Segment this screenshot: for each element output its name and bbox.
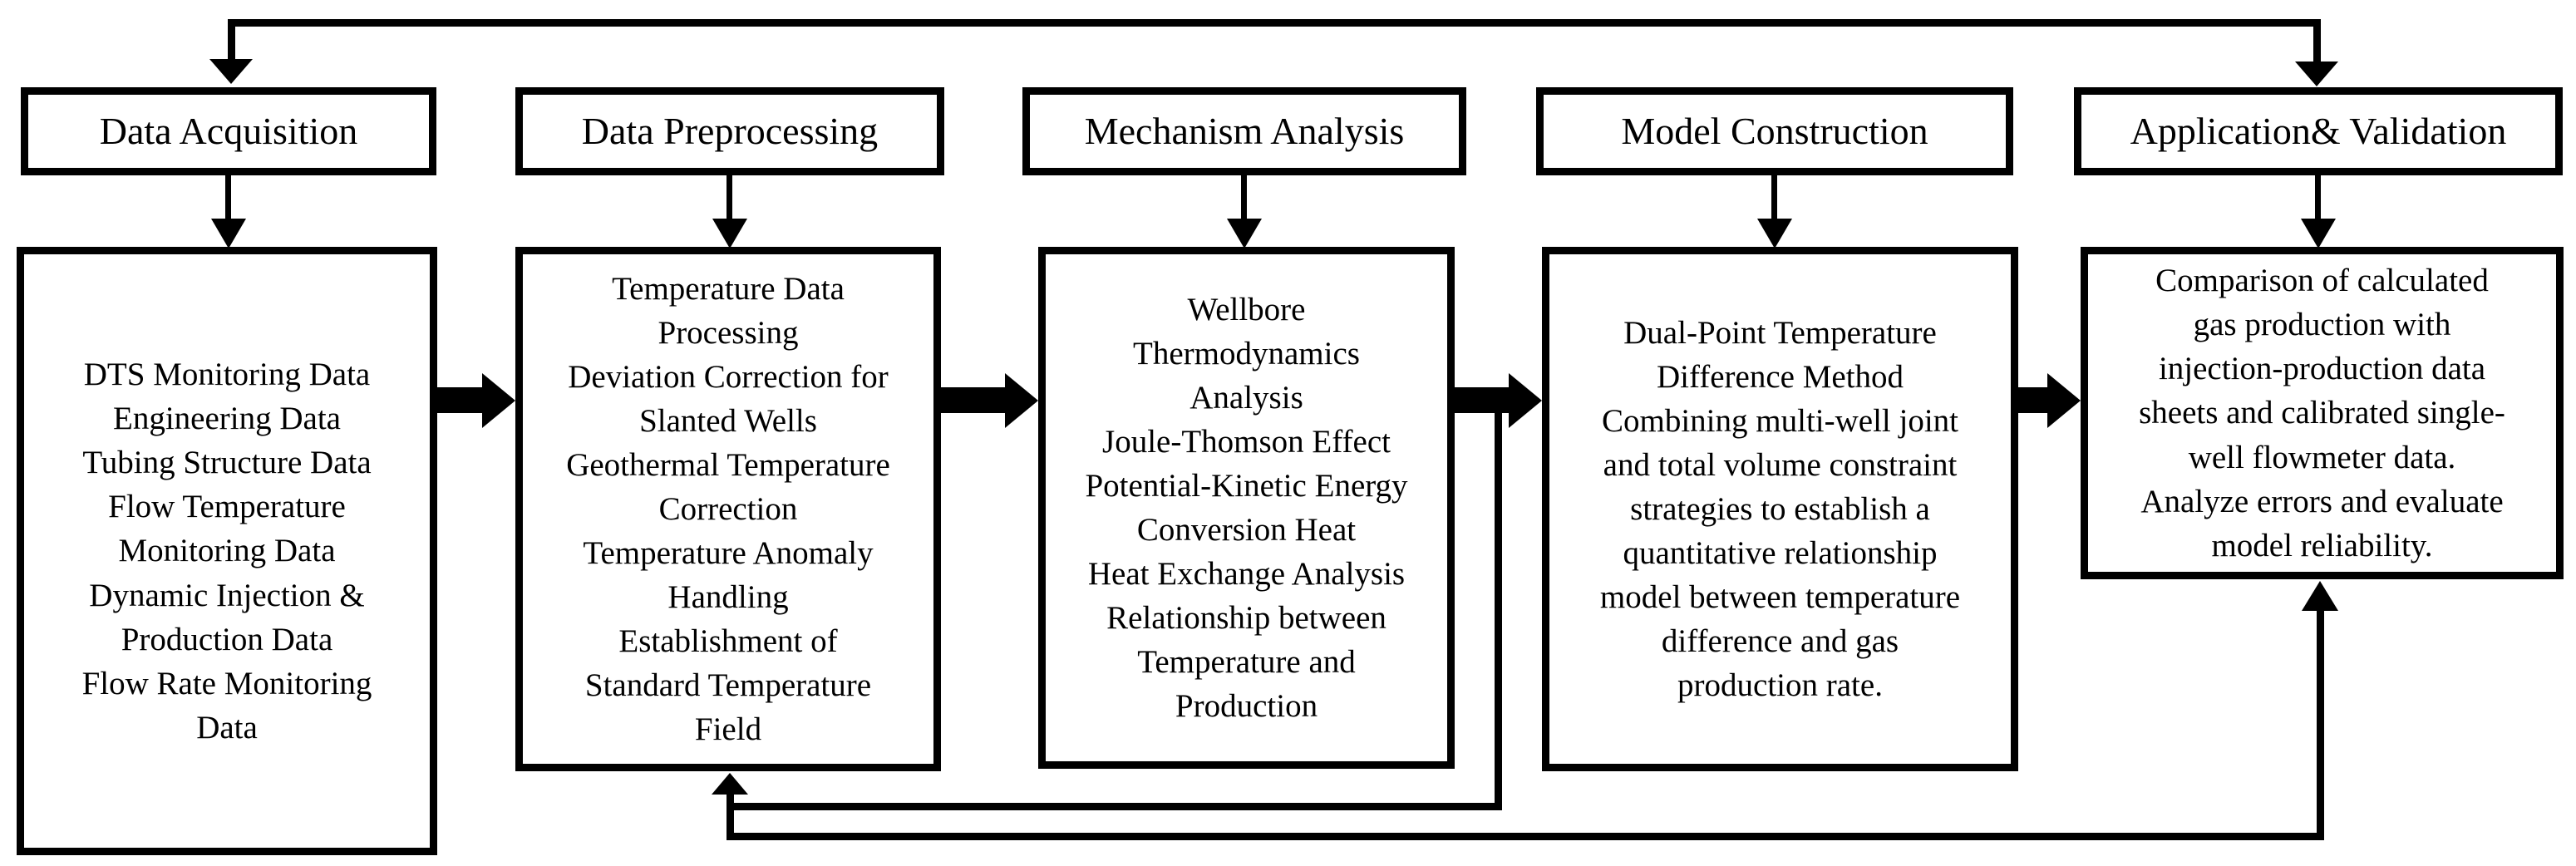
- feedback-into-application-arrowhead-icon: [2302, 581, 2338, 611]
- top-loop-right-vertical-line: [2313, 19, 2321, 62]
- stage-header-model-construction: Model Construction: [1536, 87, 2013, 175]
- feedback-mechanism-to-preprocessing-vline: [1495, 413, 1502, 810]
- top-loop-left-arrowhead-icon: [209, 59, 253, 84]
- header-to-content-arrowhead-2-icon: [712, 219, 747, 248]
- feedback-into-preprocessing-arrowhead-icon: [712, 773, 748, 795]
- stage-content-text: Wellbore Thermodynamics Analysis Joule-T…: [1085, 291, 1408, 725]
- stage-header-application-validation: Application& Validation: [2074, 87, 2563, 175]
- feedback-bus-hline: [727, 833, 2324, 840]
- stage-header-label: Application& Validation: [2130, 109, 2507, 152]
- feedback-into-preprocessing-vline: [727, 791, 734, 840]
- stage-content-text: Dual-Point Temperature Difference Method…: [1599, 314, 1961, 704]
- header-to-content-line-4: [1771, 175, 1777, 219]
- stage-header-mechanism-analysis: Mechanism Analysis: [1022, 87, 1466, 175]
- top-loop-right-arrowhead-icon: [2295, 62, 2338, 86]
- stage-header-label: Model Construction: [1621, 109, 1928, 152]
- top-loop-left-vertical-line: [228, 19, 235, 60]
- stage-content-data-acquisition: DTS Monitoring Data Engineering Data Tub…: [17, 247, 437, 855]
- flow-arrow-2-3-bar: [941, 387, 1005, 413]
- header-to-content-arrowhead-5-icon: [2301, 219, 2336, 248]
- flow-arrow-4-5-bar: [2018, 387, 2047, 413]
- stage-content-model-construction: Dual-Point Temperature Difference Method…: [1542, 247, 2018, 771]
- stage-content-application-validation: Comparison of calculated gas production …: [2081, 247, 2564, 579]
- flow-arrow-3-4-bar: [1455, 387, 1509, 413]
- feedback-mechanism-to-preprocessing-hline: [727, 803, 1502, 810]
- stage-content-text: Comparison of calculated gas production …: [2139, 263, 2505, 563]
- header-to-content-arrowhead-4-icon: [1757, 219, 1792, 248]
- stage-content-mechanism-analysis: Wellbore Thermodynamics Analysis Joule-T…: [1038, 247, 1455, 769]
- flow-arrow-3-4-head-icon: [1509, 373, 1542, 428]
- stage-header-label: Data Acquisition: [99, 109, 358, 152]
- header-to-content-arrowhead-3-icon: [1227, 219, 1262, 248]
- flow-arrow-4-5-head-icon: [2047, 373, 2081, 428]
- flow-arrow-1-2-bar: [437, 387, 482, 413]
- stage-content-text: Temperature Data Processing Deviation Co…: [566, 270, 890, 748]
- stage-content-data-preprocessing: Temperature Data Processing Deviation Co…: [515, 247, 941, 771]
- header-to-content-line-1: [225, 175, 231, 219]
- header-to-content-line-3: [1241, 175, 1247, 219]
- stage-header-label: Data Preprocessing: [581, 109, 879, 152]
- feedback-into-application-vline: [2317, 611, 2324, 840]
- top-loop-horizontal-line: [228, 19, 2321, 27]
- stage-header-data-acquisition: Data Acquisition: [21, 87, 436, 175]
- flow-arrow-1-2-head-icon: [482, 373, 515, 428]
- stage-content-text: DTS Monitoring Data Engineering Data Tub…: [81, 357, 372, 745]
- header-to-content-line-5: [2315, 175, 2321, 219]
- stage-header-data-preprocessing: Data Preprocessing: [515, 87, 944, 175]
- stage-header-label: Mechanism Analysis: [1084, 109, 1405, 152]
- flow-arrow-2-3-head-icon: [1005, 373, 1038, 428]
- header-to-content-line-2: [727, 175, 732, 219]
- header-to-content-arrowhead-1-icon: [211, 219, 246, 248]
